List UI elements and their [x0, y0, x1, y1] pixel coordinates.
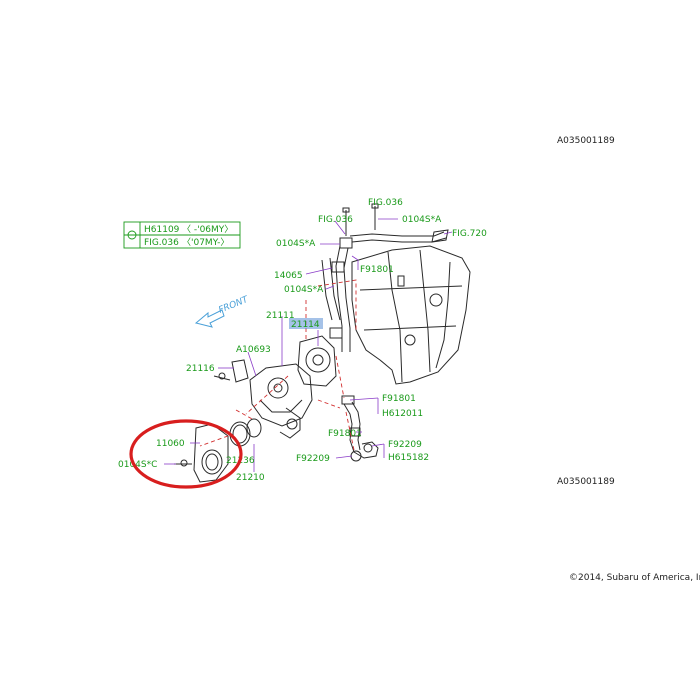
- label-f91801-top[interactable]: F91801: [360, 265, 394, 275]
- assembly-dashed-lines: [199, 279, 357, 451]
- water-pump: [249, 335, 337, 439]
- label-21116[interactable]: 21116: [186, 364, 215, 374]
- diagram-id-top: A035001189: [557, 136, 615, 146]
- label-a10693[interactable]: A10693: [236, 345, 271, 355]
- copyright-notice: ©2014, Subaru of America, Inc.: [569, 573, 700, 583]
- label-f91801-low[interactable]: F91801: [328, 429, 362, 439]
- applicability-legend: H61109 〈 -'06MY〉 FIG.036 〈'07MY-〉: [123, 221, 241, 249]
- label-0104sa-right[interactable]: 0104S*A: [402, 215, 442, 225]
- label-11060[interactable]: 11060: [156, 439, 185, 449]
- label-21111[interactable]: 21111: [266, 311, 295, 321]
- label-f92209-left[interactable]: F92209: [296, 454, 330, 464]
- engine-block: [351, 245, 471, 385]
- label-0104sa-left[interactable]: 0104S*A: [276, 239, 316, 249]
- upper-hoses: [321, 203, 449, 352]
- legend-circle-icon: [127, 230, 137, 240]
- diagram-id-bottom: A035001189: [557, 477, 615, 487]
- front-label: FRONT: [217, 294, 251, 315]
- label-14065[interactable]: 14065: [274, 271, 303, 281]
- label-fig036-left[interactable]: FIG.036: [318, 215, 353, 225]
- label-21210[interactable]: 21210: [236, 473, 265, 483]
- legend-row2-range: 〈'07MY-〉: [182, 237, 229, 248]
- legend-row2-code[interactable]: FIG.036: [144, 238, 179, 248]
- label-21114[interactable]: 21114: [291, 320, 320, 330]
- label-f92209-right[interactable]: F92209: [388, 440, 422, 450]
- label-0104sc[interactable]: 0104S*C: [118, 460, 157, 470]
- legend-row1-code[interactable]: H61109: [144, 225, 180, 235]
- selected-part-highlight: [289, 318, 323, 329]
- label-fig036-top[interactable]: FIG.036: [368, 198, 403, 208]
- label-0104sa-mid[interactable]: 0104S*A: [284, 285, 324, 295]
- lower-hoses: [341, 395, 379, 462]
- front-direction-arrow: FRONT: [194, 294, 251, 328]
- gasket-21116: [213, 359, 249, 383]
- label-h612011[interactable]: H612011: [382, 409, 423, 419]
- leader-lines: [164, 218, 453, 472]
- label-f91801-mid[interactable]: F91801: [382, 394, 416, 404]
- label-fig720[interactable]: FIG.720: [452, 229, 487, 239]
- legend-row1-range: 〈 -'06MY〉: [182, 224, 233, 235]
- highlight-circle: [129, 419, 243, 489]
- label-h615182[interactable]: H615182: [388, 453, 429, 463]
